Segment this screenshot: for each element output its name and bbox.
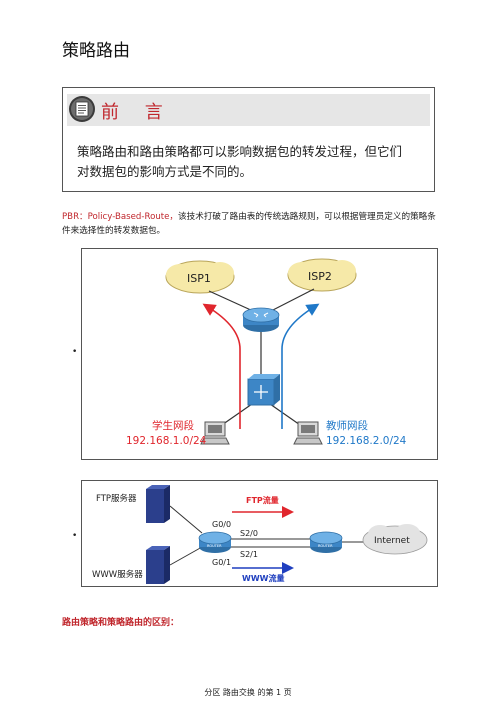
s21-label: S2/1 <box>240 550 258 559</box>
student-segment-ip: 192.168.1.0/24 <box>126 435 207 447</box>
core-router-icon <box>242 307 280 332</box>
www-server-icon <box>146 546 170 584</box>
preface-line-1: 策略路由和路由策略都可以影响数据包的转发过程，但它们 <box>77 144 403 159</box>
pbr-definition: PBR：Policy-Based-Route，该技术打破了路由表的传统选路规则，… <box>62 210 442 238</box>
s20-label: S2/0 <box>240 529 258 538</box>
pbr-text: 该技术打破了路由表的传统选路规则，可以根据管理员定义的策略条件来选择性的转发数据… <box>62 212 436 236</box>
campus-network-svg: ISP1 ISP2 <box>126 258 407 447</box>
ftp-traffic-label: FTP流量 <box>246 495 279 505</box>
student-pc-icon <box>200 421 230 445</box>
right-router-label: ROUTER <box>318 544 333 548</box>
www-server-label: WWW服务器 <box>92 569 143 580</box>
right-router-icon: ROUTER <box>309 531 343 553</box>
server-traffic-diagram: FTP服务器 WWW服务器 ROUTER ROUT <box>81 480 438 587</box>
teacher-segment-label: 教师网段 <box>326 419 368 432</box>
bullet-2: • <box>72 531 78 541</box>
internet-label: Internet <box>374 536 410 546</box>
student-segment-label: 学生网段 <box>152 419 194 432</box>
preface-title: 前 言 <box>101 102 173 123</box>
ftp-server-label: FTP服务器 <box>96 493 137 504</box>
internet-cloud <box>362 524 428 555</box>
section-heading: 路由策略和策略路由的区别： <box>62 618 180 628</box>
bullet-1: • <box>72 347 78 357</box>
teacher-segment-ip: 192.168.2.0/24 <box>326 435 407 447</box>
page-footer: 分区 路由交换 的第 1 页 <box>204 688 292 697</box>
preface-header: 前 言 <box>67 94 430 126</box>
page-title: 策略路由 <box>62 41 130 61</box>
campus-network-diagram: ISP1 ISP2 <box>81 248 438 460</box>
notepad-icon <box>69 96 95 122</box>
g00-label: G0/0 <box>212 520 231 529</box>
preface-line-2: 对数据包的影响方式是不同的。 <box>77 164 253 179</box>
server-traffic-svg: FTP服务器 WWW服务器 ROUTER ROUT <box>92 485 428 584</box>
isp2-label: ISP2 <box>308 270 332 283</box>
preface-text: 策略路由和路由策略都可以影响数据包的转发过程，但它们 对数据包的影响方式是不同的… <box>77 142 427 182</box>
pbr-term: PBR：Policy-Based-Route， <box>62 212 179 222</box>
preface-box: 前 言 策略路由和路由策略都可以影响数据包的转发过程，但它们 对数据包的影响方式… <box>62 87 435 192</box>
isp1-label: ISP1 <box>187 272 211 285</box>
g01-label: G0/1 <box>212 558 231 567</box>
ftp-server-icon <box>146 485 170 523</box>
layer3-switch-icon <box>247 374 280 406</box>
www-traffic-label: WWW流量 <box>242 573 284 583</box>
teacher-pc-icon <box>293 421 323 445</box>
isp2-cloud <box>287 258 357 292</box>
left-router-icon: ROUTER <box>198 531 232 553</box>
isp1-cloud <box>165 260 235 294</box>
left-router-label: ROUTER <box>207 544 222 548</box>
